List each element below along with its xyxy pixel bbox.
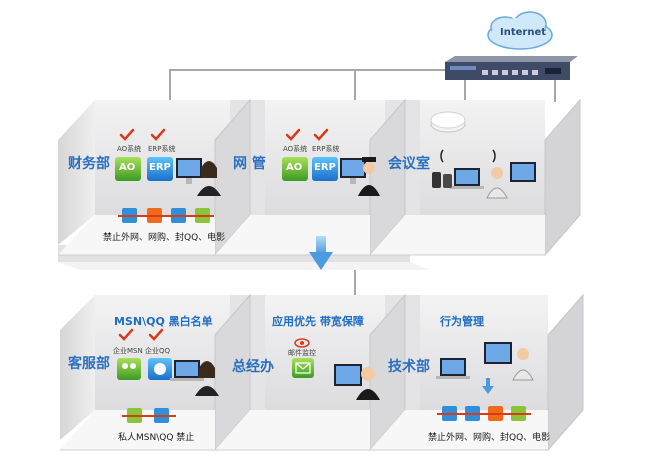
monitor-icon-4: [334, 364, 362, 386]
room-netadmin-title: 网 管: [233, 156, 266, 172]
router-device-icon: [445, 56, 578, 80]
laptop-icon: [450, 168, 484, 189]
service-policy-text: 私人MSN\QQ 禁止: [118, 433, 195, 443]
qq-app-icon: [148, 358, 172, 380]
bottom-floor: [60, 293, 584, 452]
wifi-signal-icon: [440, 149, 496, 163]
service-app-1-label: 企业MSN: [113, 347, 143, 355]
monitor-icon-5: [484, 342, 512, 364]
user-avatar-manager-icon: [356, 367, 380, 400]
msn-app-icon: [117, 358, 141, 380]
user-avatar-tech-icon: [512, 348, 534, 381]
laptop-icon-3: [436, 358, 470, 379]
room-tech-title: 技术部: [388, 359, 430, 375]
user-avatar-admin-icon: [358, 157, 380, 196]
monitor-icon: [176, 158, 202, 184]
erp-app-icon-2: [312, 157, 338, 181]
tech-policy-text: 禁止外网、网购、封QQ、电影: [428, 433, 551, 443]
checkmark-icon-3: [118, 328, 164, 341]
ao-app-icon: [115, 157, 141, 181]
blocked-im-row: [122, 408, 176, 423]
mail-icon: [292, 358, 314, 378]
finance-erp-icon-label: ERP: [149, 162, 171, 173]
checkmark-icon-2: [285, 128, 329, 141]
top-floor: [58, 98, 581, 270]
tech-heading: 行为管理: [440, 315, 484, 328]
laptop-icon-2: [170, 360, 204, 381]
internet-label: Internet: [500, 27, 547, 38]
phone-icon: [432, 172, 452, 188]
netadmin-app-1-label: AO系统: [283, 145, 308, 153]
monitor-icon-2: [340, 158, 366, 184]
finance-app-1-label: AO系统: [117, 145, 142, 153]
service-heading: MSN\QQ 黑白名单: [114, 315, 213, 328]
room-finance-title: 财务部: [68, 156, 110, 172]
finance-ao-icon-label: AO: [119, 162, 136, 173]
room-service-title: 客服部: [68, 356, 110, 372]
netadmin-ao-icon-label: AO: [286, 162, 303, 173]
down-arrow-icon: [309, 236, 333, 270]
down-arrow-small-icon: [482, 378, 494, 394]
finance-app-2-label: ERP系统: [148, 145, 176, 153]
room-gm-title: 总经办: [232, 359, 274, 375]
room-meeting-title: 会议室: [388, 156, 430, 172]
erp-app-icon: [147, 157, 173, 181]
gm-app-1-label: 邮件监控: [288, 349, 316, 357]
netadmin-app-2-label: ERP系统: [312, 145, 340, 153]
finance-policy-text: 禁止外网、网购、封QQ、电影: [103, 233, 226, 243]
netadmin-erp-icon-label: ERP: [314, 162, 336, 173]
blocked-apps-row-2: [437, 406, 531, 421]
user-avatar-female-icon-2: [195, 361, 219, 396]
access-point-icon: [430, 111, 466, 133]
ao-app-icon-2: [282, 157, 308, 181]
gm-heading: 应用优先 带宽保障: [272, 315, 364, 328]
user-avatar-female-icon: [197, 161, 221, 196]
checkmark-icon: [119, 128, 166, 141]
service-app-2-label: 企业QQ: [145, 347, 171, 355]
internet-cloud-icon: [487, 11, 553, 50]
user-avatar-meeting-icon: [486, 167, 508, 199]
blocked-apps-row: [118, 208, 214, 223]
monitor-icon-3: [510, 162, 536, 182]
eye-icon: [294, 338, 310, 348]
